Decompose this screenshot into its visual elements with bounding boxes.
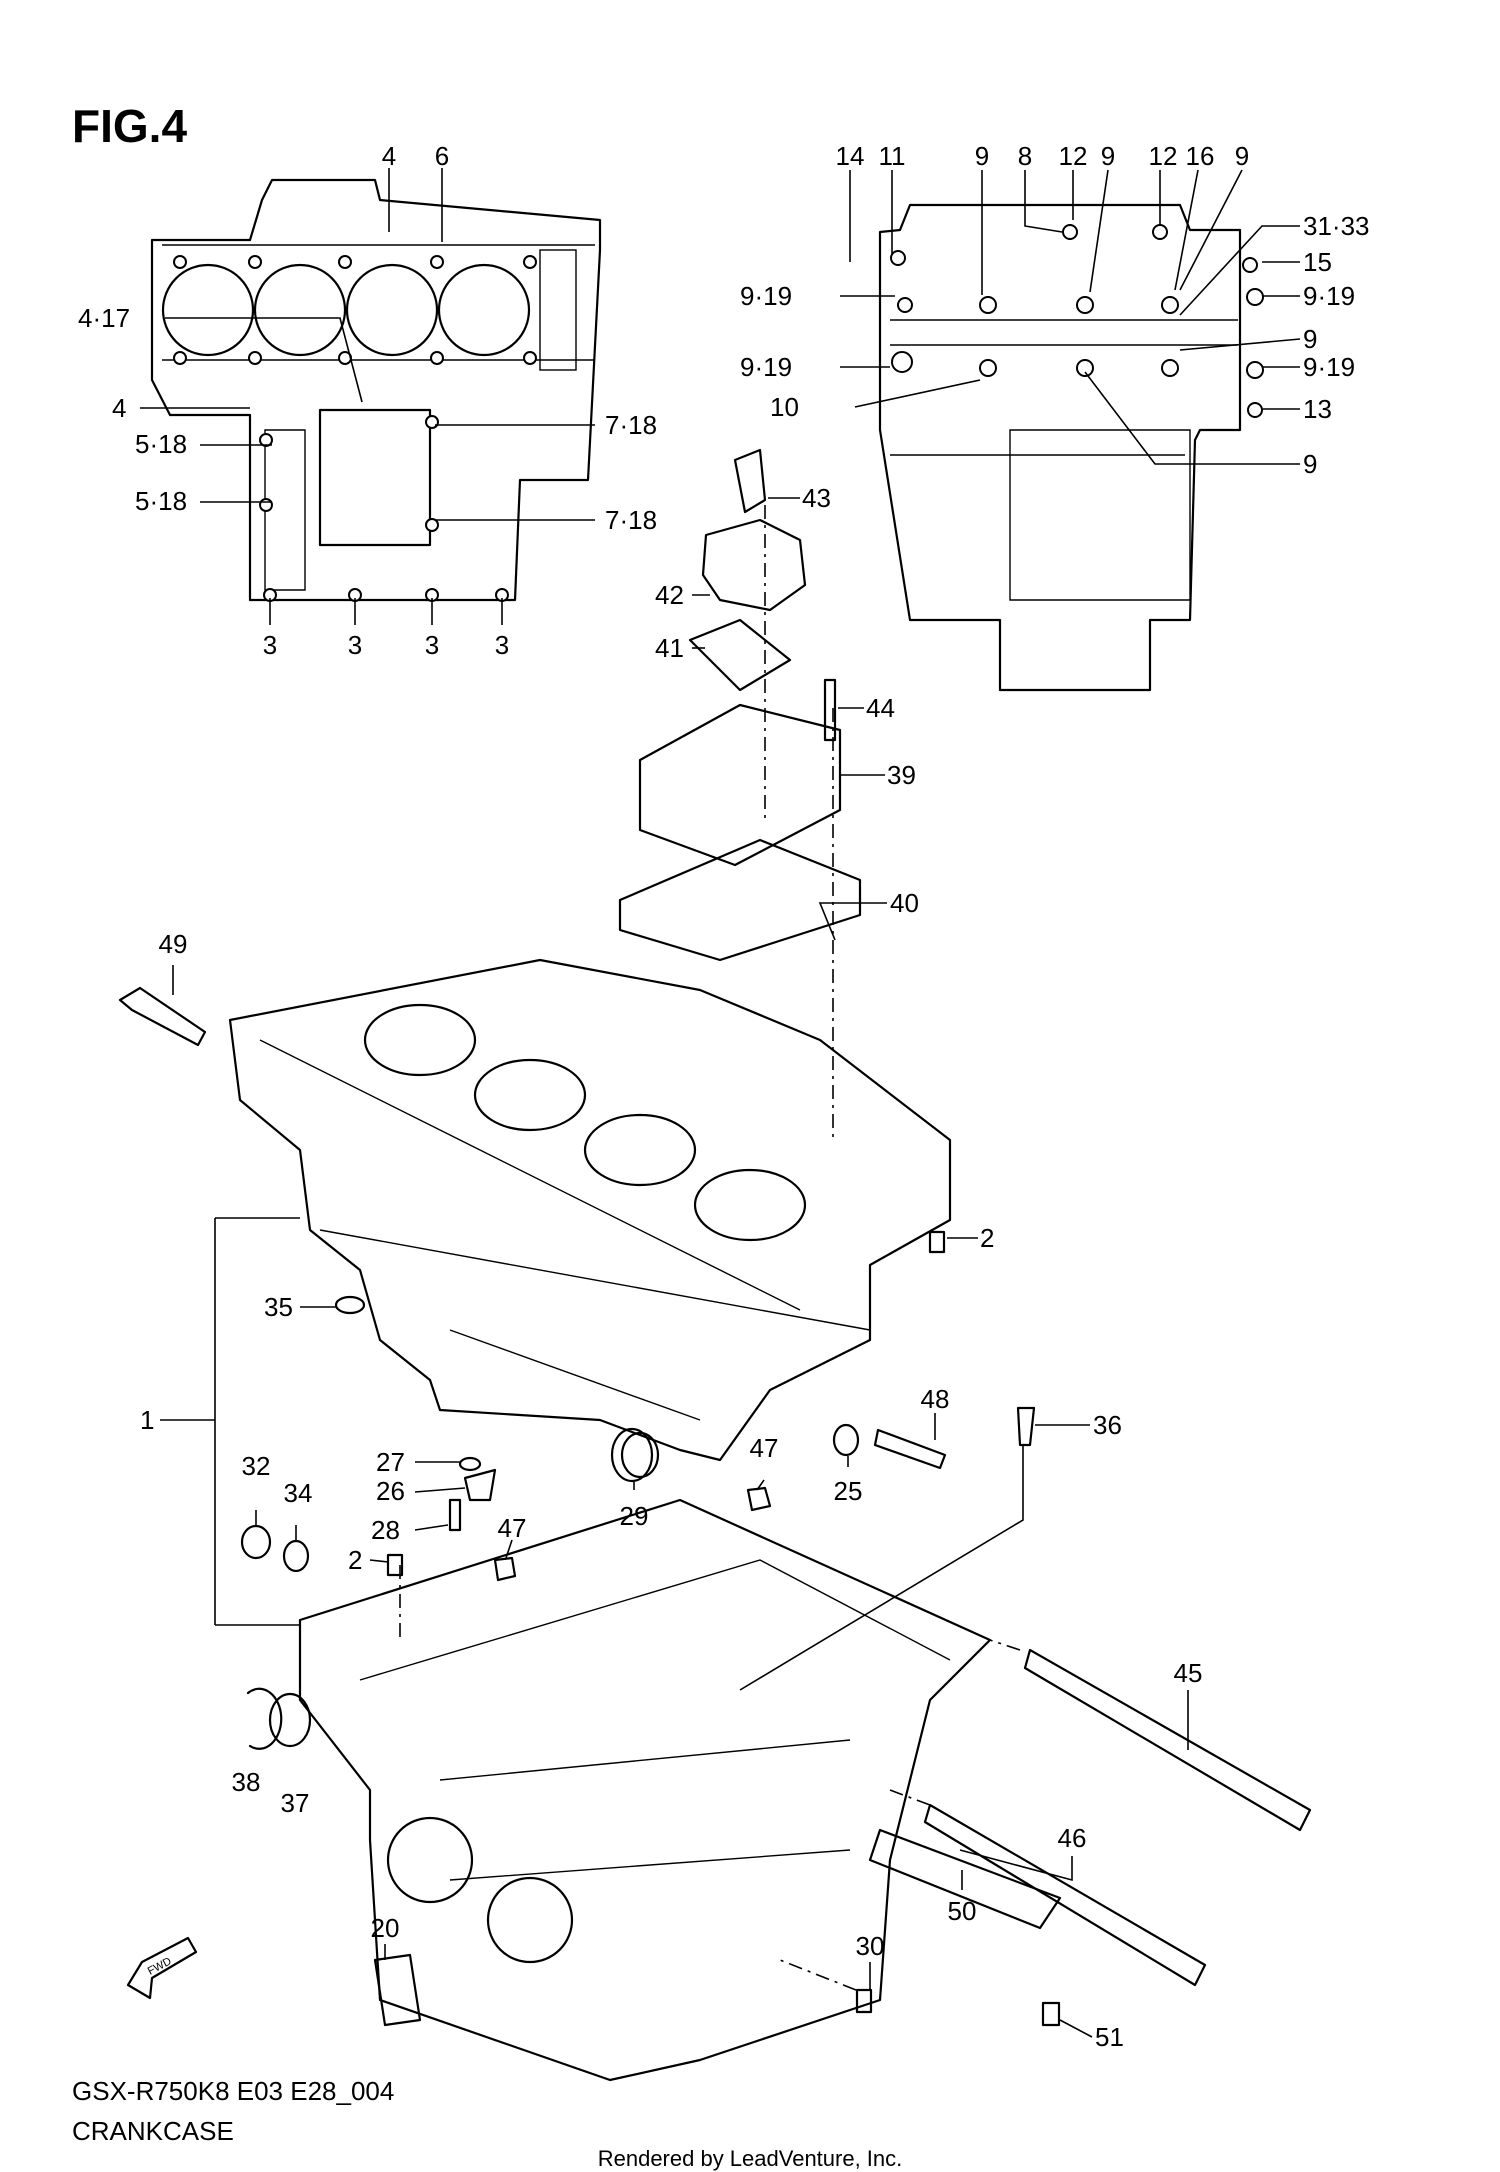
callout-50: 50 bbox=[948, 1896, 977, 1926]
callout-47-lower: 47 bbox=[498, 1513, 527, 1543]
callout-16: 16 bbox=[1186, 141, 1215, 171]
callout-8: 8 bbox=[1018, 141, 1032, 171]
callout-14: 14 bbox=[836, 141, 865, 171]
callout-9-19-right-b: 9·19 bbox=[1303, 352, 1355, 382]
lower-crankcase-bottom-view bbox=[878, 203, 1264, 692]
lower-crankcase-main bbox=[298, 1498, 992, 2082]
callout-10: 10 bbox=[770, 392, 799, 422]
oil-cooler-assembly bbox=[618, 448, 862, 962]
callout-9-right: 9 bbox=[1303, 324, 1317, 354]
callout-42: 42 bbox=[655, 580, 684, 610]
callout-15: 15 bbox=[1303, 247, 1332, 277]
callout-40: 40 bbox=[890, 888, 919, 918]
model-code: GSX-R750K8 E03 E28_004 bbox=[72, 2076, 394, 2106]
callout-34: 34 bbox=[284, 1478, 313, 1508]
callout-4-left: 4 bbox=[112, 393, 126, 423]
callout-36: 36 bbox=[1093, 1410, 1122, 1440]
callout-9-19-left-b: 9·19 bbox=[740, 352, 792, 382]
callout-7-18-lower: 7·18 bbox=[605, 505, 657, 535]
render-credit: Rendered by LeadVenture, Inc. bbox=[598, 2146, 903, 2171]
callout-3-c: 3 bbox=[425, 630, 439, 660]
callout-3-d: 3 bbox=[495, 630, 509, 660]
callout-27: 27 bbox=[376, 1447, 405, 1477]
callout-4-17: 4·17 bbox=[78, 303, 130, 333]
callout-9-19-right-a: 9·19 bbox=[1303, 281, 1355, 311]
callout-5-18-lower: 5·18 bbox=[135, 486, 187, 516]
callout-3-a: 3 bbox=[263, 630, 277, 660]
callout-46: 46 bbox=[1058, 1823, 1087, 1853]
callout-6: 6 bbox=[435, 141, 449, 171]
callout-13: 13 bbox=[1303, 394, 1332, 424]
callout-4-top: 4 bbox=[382, 141, 396, 171]
callout-29: 29 bbox=[620, 1501, 649, 1531]
callout-35: 35 bbox=[264, 1292, 293, 1322]
callout-20: 20 bbox=[371, 1913, 400, 1943]
callout-9-top-c: 9 bbox=[1235, 141, 1249, 171]
callout-32: 32 bbox=[242, 1451, 271, 1481]
upper-crankcase-main bbox=[228, 958, 952, 1479]
callout-9-19-left-a: 9·19 bbox=[740, 281, 792, 311]
callout-7-18-upper: 7·18 bbox=[605, 410, 657, 440]
callout-49: 49 bbox=[159, 929, 188, 959]
callout-30: 30 bbox=[856, 1931, 885, 1961]
callout-48: 48 bbox=[921, 1384, 950, 1414]
callout-51: 51 bbox=[1095, 2022, 1124, 2052]
callout-25: 25 bbox=[834, 1476, 863, 1506]
callout-9-top-b: 9 bbox=[1101, 141, 1115, 171]
leader-lines bbox=[140, 168, 1301, 2038]
fwd-arrow-icon: FWD bbox=[126, 1936, 198, 2000]
callout-37: 37 bbox=[281, 1788, 310, 1818]
callout-labels: 4 6 4·17 4 5·18 5·18 7·18 7·18 3 3 3 3 1… bbox=[78, 141, 1370, 2052]
callout-2-right: 2 bbox=[980, 1223, 994, 1253]
loose-parts bbox=[118, 986, 1312, 2027]
callout-44: 44 bbox=[866, 693, 895, 723]
figure-title: FIG.4 bbox=[72, 100, 187, 152]
callout-38: 38 bbox=[232, 1767, 261, 1797]
callout-5-18-upper: 5·18 bbox=[135, 429, 187, 459]
callout-45: 45 bbox=[1174, 1658, 1203, 1688]
upper-crankcase-top-view bbox=[150, 178, 602, 602]
callout-43: 43 bbox=[802, 483, 831, 513]
callout-9-right-low: 9 bbox=[1303, 449, 1317, 479]
callout-2-left: 2 bbox=[348, 1545, 362, 1575]
callout-12-b: 12 bbox=[1149, 141, 1178, 171]
callout-47-upper: 47 bbox=[750, 1433, 779, 1463]
diagram-caption: CRANKCASE bbox=[72, 2116, 234, 2146]
callout-26: 26 bbox=[376, 1476, 405, 1506]
callout-12-a: 12 bbox=[1059, 141, 1088, 171]
callout-1: 1 bbox=[140, 1405, 154, 1435]
callout-41: 41 bbox=[655, 633, 684, 663]
callout-3-b: 3 bbox=[348, 630, 362, 660]
callout-28: 28 bbox=[371, 1515, 400, 1545]
callout-39: 39 bbox=[887, 760, 916, 790]
callout-11: 11 bbox=[879, 141, 906, 171]
callout-9-top-a: 9 bbox=[975, 141, 989, 171]
callout-31-33: 31·33 bbox=[1303, 211, 1370, 241]
